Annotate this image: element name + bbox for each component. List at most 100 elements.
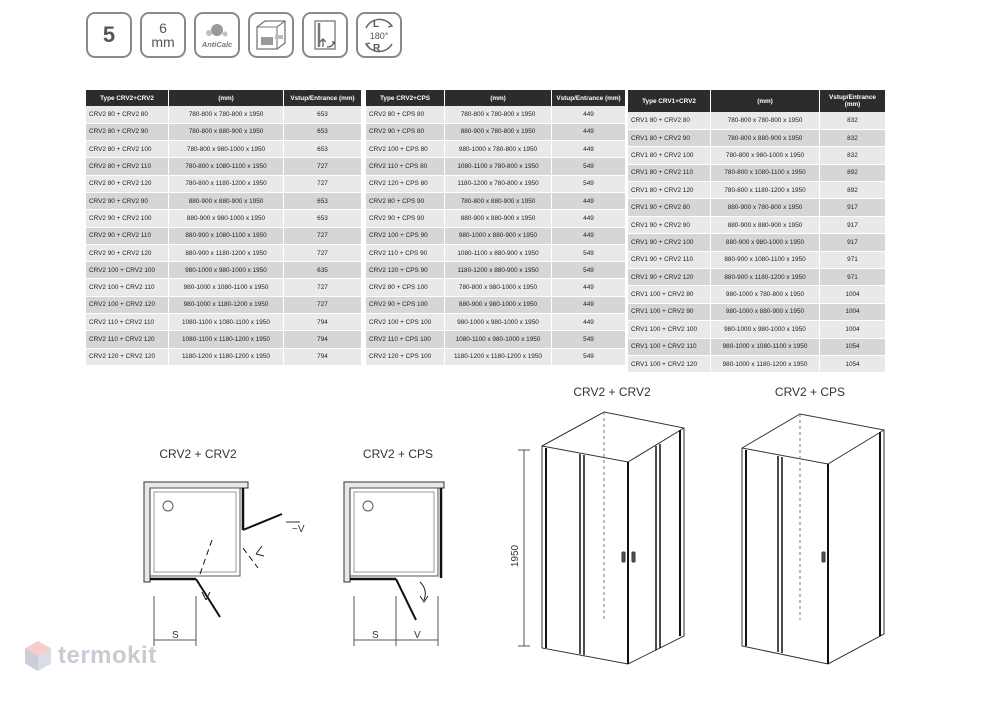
table-header: Type CRV2+CRV2 xyxy=(86,90,169,106)
type-cell: CRV2 100 + CPS 90 xyxy=(366,227,445,245)
dimensions-cell: 980-1000 x 780-800 x 1950 xyxy=(710,285,820,304)
entrance-cell: 1054 xyxy=(819,338,886,356)
entrance-cell: 727 xyxy=(283,157,362,176)
entrance-cell: 1004 xyxy=(819,303,886,322)
type-cell: CRV2 120 + CRV2 120 xyxy=(86,348,169,366)
dimensions-cell: 780-800 x 780-800 x 1950 xyxy=(168,106,284,124)
entrance-cell: 653 xyxy=(283,123,362,142)
entrance-cell: 449 xyxy=(551,192,626,211)
entrance-cell: 549 xyxy=(551,348,626,366)
entrance-cell: 794 xyxy=(283,348,362,366)
glass-thickness-value: 6 xyxy=(159,20,167,36)
dimensions-cell: 880-900 x 980-1000 x 1950 xyxy=(710,233,820,252)
type-cell: CRV1 100 + CRV2 120 xyxy=(628,355,711,374)
dimensions-cell: 880-900 x 980-1000 x 1950 xyxy=(444,296,552,315)
view-crv2-crv2: CRV2 + CRV2 1950 xyxy=(510,385,685,665)
entrance-cell: 449 xyxy=(551,313,626,332)
type-cell: CRV1 90 + CRV2 110 xyxy=(628,251,711,270)
type-cell: CRV1 80 + CRV2 80 xyxy=(628,112,711,130)
type-cell: CRV2 100 + CRV2 100 xyxy=(86,261,169,280)
entrance-cell: 549 xyxy=(551,157,626,176)
dimensions-cell: 780-800 x 880-900 x 1950 xyxy=(444,192,552,211)
dimensions-cell: 1080-1100 x 1180-1200 x 1950 xyxy=(168,330,284,349)
entrance-cell: 917 xyxy=(819,233,886,252)
type-cell: CRV1 80 + CRV2 90 xyxy=(628,129,711,148)
dimensions-cell: 780-800 x 1080-1100 x 1950 xyxy=(168,157,284,176)
dimensions-cell: 980-1000 x 980-1000 x 1950 xyxy=(168,261,284,280)
entrance-cell: 653 xyxy=(283,209,362,228)
entrance-cell: 449 xyxy=(551,227,626,245)
glass-thickness-icon: 6 mm xyxy=(140,12,186,58)
brand-watermark: termokit xyxy=(24,640,157,672)
dimensions-cell: 1080-1100 x 980-1000 x 1950 xyxy=(444,330,552,349)
plan1-title: CRV2 + CRV2 xyxy=(159,447,237,461)
entrance-cell: 449 xyxy=(551,278,626,297)
dimensions-cell: 980-1000 x 980-1000 x 1950 xyxy=(444,313,552,332)
dimensions-cell: 1080-1100 x 880-900 x 1950 xyxy=(444,244,552,263)
type-cell: CRV1 80 + CRV2 110 xyxy=(628,164,711,183)
entrance-cell: 449 xyxy=(551,209,626,228)
entrance-cell: 917 xyxy=(819,216,886,235)
plan1-s-label: S xyxy=(172,630,179,641)
type-cell: CRV1 90 + CRV2 80 xyxy=(628,198,711,217)
reversible-180-icon: L 180° R xyxy=(356,12,402,58)
plan-crv2-cps: CRV2 + CPS S V xyxy=(343,447,445,646)
type-cell: CRV2 80 + CRV2 90 xyxy=(86,123,169,142)
dimensions-cell: 980-1000 x 780-800 x 1950 xyxy=(444,140,552,159)
entrance-cell: 449 xyxy=(551,106,626,124)
entrance-cell: 727 xyxy=(283,227,362,245)
dimensions-cell: 780-800 x 1080-1100 x 1950 xyxy=(710,164,820,183)
type-cell: CRV2 110 + CRV2 120 xyxy=(86,330,169,349)
table-header: (mm) xyxy=(710,90,820,112)
type-cell: CRV2 110 + CPS 80 xyxy=(366,157,445,176)
dimensions-cell: 880-900 x 1080-1100 x 1950 xyxy=(168,227,284,245)
type-cell: CRV2 120 + CPS 80 xyxy=(366,175,445,193)
type-cell: CRV2 80 + CPS 90 xyxy=(366,192,445,211)
entrance-cell: 727 xyxy=(283,244,362,263)
type-cell: CRV2 110 + CPS 100 xyxy=(366,330,445,349)
entrance-cell: 971 xyxy=(819,268,886,287)
type-cell: CRV2 110 + CRV2 110 xyxy=(86,313,169,332)
anticalc-icon: AntiCalc xyxy=(194,12,240,58)
type-cell: CRV2 90 + CPS 90 xyxy=(366,209,445,228)
entrance-cell: 727 xyxy=(283,175,362,193)
rotation-angle-label: 180° xyxy=(370,31,389,41)
dimensions-cell: 1180-1200 x 880-900 x 1950 xyxy=(444,261,552,280)
feature-icons: 5 6 mm AntiCalc xyxy=(86,12,402,58)
dimensions-cell: 880-900 x 1180-1200 x 1950 xyxy=(168,244,284,263)
type-cell: CRV1 100 + CRV2 110 xyxy=(628,338,711,356)
entrance-cell: 549 xyxy=(551,244,626,263)
entrance-cell: 727 xyxy=(283,296,362,315)
type-cell: CRV1 80 + CRV2 100 xyxy=(628,146,711,165)
type-cell: CRV2 80 + CRV2 80 xyxy=(86,106,169,124)
dimensions-cell: 880-900 x 1080-1100 x 1950 xyxy=(710,251,820,270)
plan-crv2-crv2: CRV2 + CRV2 ~V S xyxy=(143,447,305,646)
entrance-cell: 794 xyxy=(283,313,362,332)
table-header: Vstup/Entrance (mm) xyxy=(283,90,362,106)
dimensions-cell: 880-900 x 1180-1200 x 1950 xyxy=(710,268,820,287)
dimensions-cell: 780-800 x 780-800 x 1950 xyxy=(710,112,820,130)
entrance-cell: 727 xyxy=(283,278,362,297)
dimensions-cell: 980-1000 x 1180-1200 x 1950 xyxy=(710,355,820,374)
type-cell: CRV2 90 + CPS 80 xyxy=(366,123,445,142)
entrance-cell: 653 xyxy=(283,106,362,124)
entrance-cell: 1004 xyxy=(819,320,886,339)
